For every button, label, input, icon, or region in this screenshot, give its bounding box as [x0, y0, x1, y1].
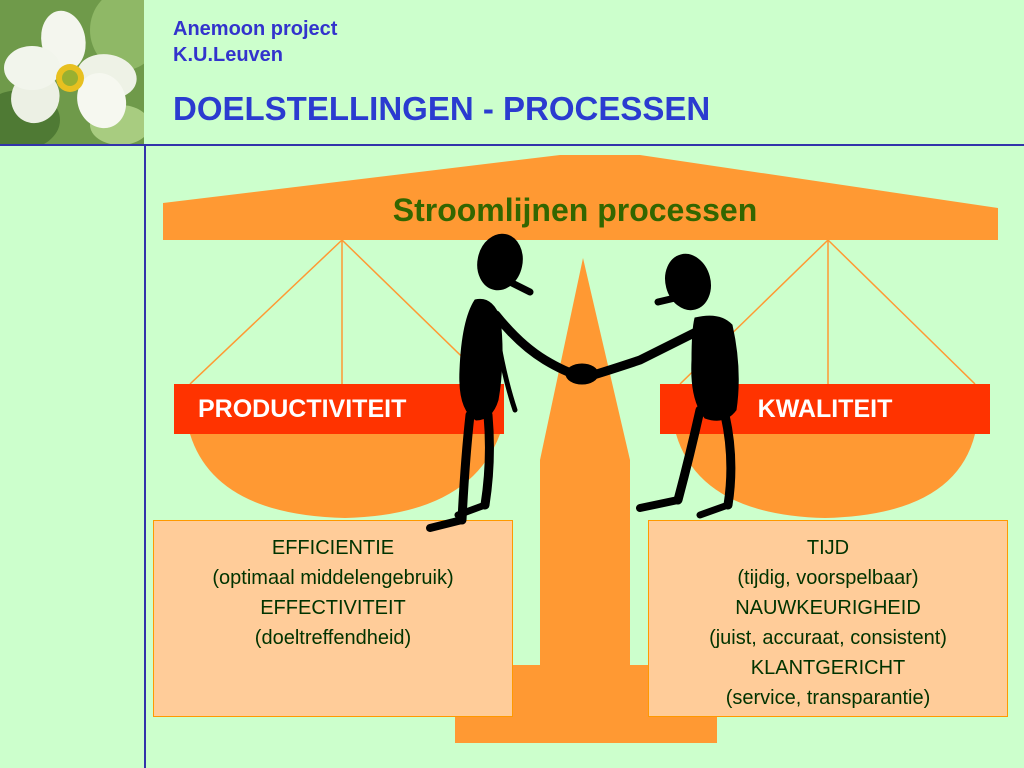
page-title: DOELSTELLINGEN - PROCESSEN [173, 90, 711, 127]
left-person-icon [426, 233, 585, 532]
beam-label: Stroomlijnen processen [392, 192, 758, 228]
criteria-line: EFFICIENTIE [271, 537, 395, 559]
criteria-line: (optimaal middelengebruik) [212, 567, 454, 589]
criteria-line: EFFECTIVITEIT [260, 597, 406, 619]
quality-criteria-box: TIJD (tijdig, voorspelbaar) NAUWKEURIGHE… [648, 520, 1008, 717]
criteria-line: (tijdig, voorspelbaar) [737, 567, 919, 589]
institution-name: K.U.Leuven [173, 44, 284, 66]
right-pan [676, 434, 975, 518]
anemone-flower-logo [0, 0, 144, 144]
productivity-label: PRODUCTIVITEIT [174, 384, 504, 434]
sidebar-divider-line [144, 144, 146, 768]
left-pan [190, 434, 500, 518]
criteria-line: NAUWKEURIGHEID [735, 597, 921, 619]
productivity-criteria-box: EFFICIENTIE (optimaal middelengebruik) E… [153, 520, 513, 717]
scale-pillar [540, 258, 630, 665]
scale-beam [163, 155, 998, 240]
criteria-line: (service, transparantie) [725, 687, 931, 709]
criteria-line: (juist, accuraat, consistent) [709, 627, 947, 649]
criteria-line: (doeltreffendheid) [254, 627, 412, 649]
criteria-line: TIJD [806, 537, 850, 559]
criteria-line: KLANTGERICHT [750, 657, 906, 679]
project-name: Anemoon project [173, 18, 338, 40]
right-person-icon [585, 253, 739, 519]
header-divider-line [0, 144, 1024, 146]
